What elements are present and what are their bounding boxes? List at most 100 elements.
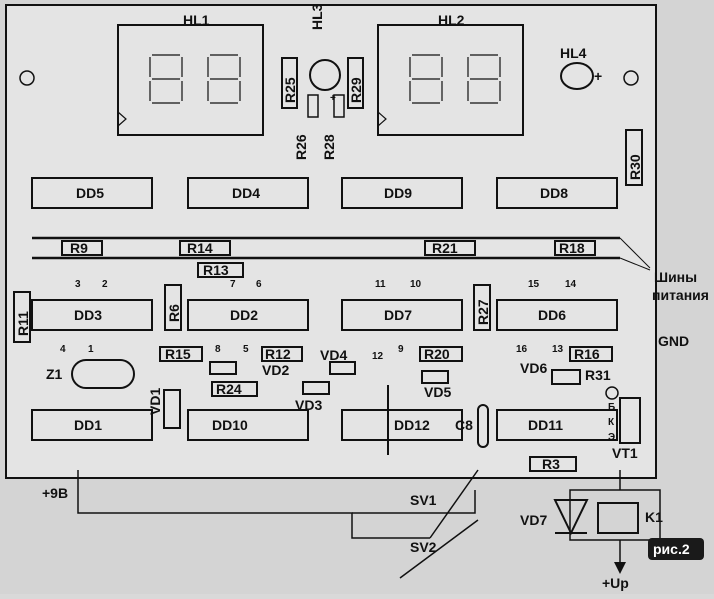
r28-body (333, 94, 345, 118)
pin-7: 7 (230, 279, 236, 290)
chip-row-middle: DD3 DD2 DD7 DD6 (31, 299, 618, 331)
dd6-chip (496, 299, 618, 331)
vd4-body (329, 361, 356, 375)
hl3-label: HL3 (309, 3, 325, 30)
vd7-diode (553, 499, 589, 536)
pin1-marker (117, 111, 127, 127)
r9-label: R9 (70, 240, 88, 256)
r27-label: R27 (475, 299, 491, 325)
r30-label: R30 (627, 154, 643, 180)
r21-body (424, 240, 476, 256)
vd6-body (551, 369, 581, 385)
vt1-body (619, 397, 641, 444)
vd4-label: VD4 (320, 347, 347, 363)
r21-label: R21 (432, 240, 458, 256)
hl4-plus: + (594, 68, 602, 84)
r15-body (159, 346, 203, 362)
dd1-label: DD1 (74, 417, 102, 433)
hl2-digits (409, 54, 501, 104)
dd11-chip (496, 409, 618, 441)
r18-body (554, 240, 596, 256)
pin-4: 4 (60, 344, 66, 355)
vd1-label: VD1 (147, 388, 163, 415)
plus-up-label: +Up (602, 575, 629, 591)
r11-body (13, 291, 31, 343)
sv1-label: SV1 (410, 492, 437, 508)
r20-body (419, 346, 463, 362)
dd10-label: DD10 (212, 417, 248, 433)
vt1-label: VT1 (612, 445, 638, 461)
dd7-chip (341, 299, 463, 331)
pin-16: 16 (516, 344, 528, 355)
r20-label: R20 (424, 346, 450, 362)
pin-1: 1 (88, 344, 94, 355)
vd2-body (209, 361, 237, 375)
dd4-chip (187, 177, 309, 209)
r25-body (281, 57, 298, 109)
r25-label: R25 (282, 77, 298, 103)
hl2-display (377, 24, 524, 136)
r13-body (197, 262, 244, 278)
figure-badge-text: рис.2 (653, 541, 690, 557)
c8-capacitor (477, 404, 489, 448)
r6-body (164, 284, 182, 331)
dd8-label: DD8 (540, 185, 568, 201)
r14-body (179, 240, 231, 256)
r13-label: R13 (203, 262, 229, 278)
z1-label: Z1 (46, 366, 63, 382)
r11-label: R11 (15, 311, 31, 336)
dd5-chip (31, 177, 153, 209)
pin-12: 12 (372, 351, 384, 362)
vd1-body (163, 389, 181, 429)
r12-label: R12 (265, 346, 291, 362)
vt1-pin-e: Э (608, 432, 615, 443)
r3-body (529, 456, 577, 472)
pin-3: 3 (75, 279, 81, 290)
r29-label: R29 (348, 77, 364, 103)
vd7-label: VD7 (520, 512, 547, 528)
r6-label: R6 (166, 304, 182, 322)
hl4-led (560, 62, 594, 90)
dd6-label: DD6 (538, 307, 566, 323)
pin-14: 14 (565, 279, 577, 290)
r12-body (261, 346, 303, 362)
pin-10: 10 (410, 279, 422, 290)
mounting-hole (19, 70, 35, 86)
r16-body (569, 346, 613, 362)
chip-row-bottom: DD1 DD10 DD12 DD11 (31, 409, 618, 441)
dd9-label: DD9 (384, 185, 412, 201)
vd3-body (302, 381, 330, 395)
r27-body (473, 284, 491, 331)
k1-label: K1 (645, 509, 663, 525)
z1-crystal (71, 359, 135, 389)
pin-11: 11 (375, 279, 386, 290)
dd7-label: DD7 (384, 307, 412, 323)
vt1-pin-b: Б (608, 402, 615, 413)
r28-label: R28 (321, 134, 337, 160)
r30-body (625, 129, 643, 186)
pin-6: 6 (256, 279, 262, 290)
dd12-chip (341, 409, 463, 441)
r24-label: R24 (216, 381, 242, 397)
pin1-marker (377, 111, 387, 127)
k1-relay (597, 502, 639, 534)
dd3-chip (31, 299, 153, 331)
r3-label: R3 (542, 456, 560, 472)
dd11-label: DD11 (528, 417, 563, 433)
vd6-label: VD6 (520, 360, 547, 376)
r24-body (211, 381, 258, 397)
external-wiring (77, 469, 661, 579)
chip-row-top: DD5 DD4 DD9 DD8 (31, 177, 618, 209)
c8-label: C8 (455, 417, 473, 433)
r29-body (347, 57, 364, 109)
dd3-label: DD3 (74, 307, 102, 323)
r16-label: R16 (574, 346, 600, 362)
pin-9: 9 (398, 344, 404, 355)
pin-13: 13 (552, 344, 564, 355)
sv2-label: SV2 (410, 539, 437, 555)
vd5-label: VD5 (424, 384, 451, 400)
pin-8: 8 (215, 344, 221, 355)
r9-body (61, 240, 103, 256)
